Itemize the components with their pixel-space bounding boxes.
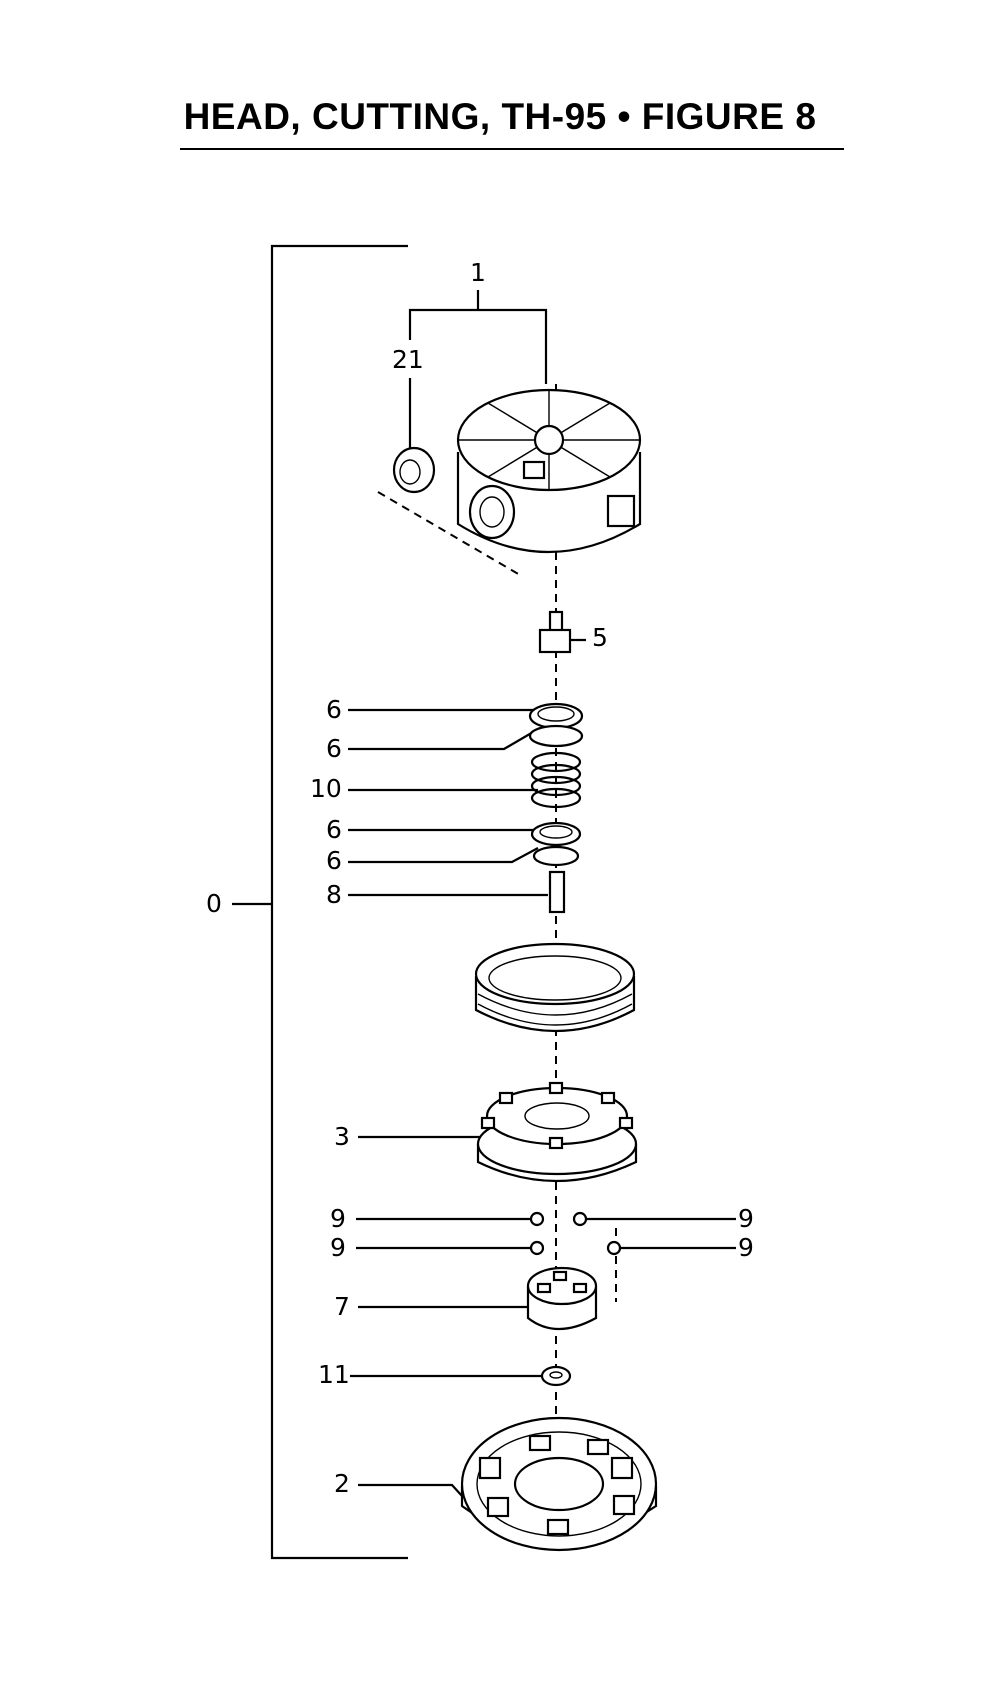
figure-title: HEAD, CUTTING, TH-95 • FIGURE 8: [183, 96, 817, 137]
bolt: [538, 610, 572, 654]
pin: [548, 870, 566, 914]
callout-6-d: 6: [326, 846, 342, 875]
callout-6-b: 6: [326, 734, 342, 763]
callout-3: 3: [334, 1122, 350, 1151]
callout-21: 21: [392, 345, 424, 374]
callout-2: 2: [334, 1469, 350, 1498]
callout-9-d: 9: [738, 1233, 754, 1262]
spring: [530, 751, 582, 809]
callout-6-c: 6: [326, 815, 342, 844]
retainer: [526, 1266, 598, 1330]
callout-11: 11: [318, 1360, 350, 1389]
spool-cover: [474, 942, 636, 1033]
callout-9-c: 9: [738, 1204, 754, 1233]
washer-upper: [528, 702, 584, 748]
leader-lines: [348, 290, 736, 1497]
callout-1: 1: [470, 258, 486, 287]
cutting-head-housing: [456, 388, 642, 553]
callout-10: 10: [310, 774, 342, 803]
knob: [392, 446, 436, 494]
callout-8: 8: [326, 880, 342, 909]
assembly-bracket: [232, 244, 408, 1560]
balls: [529, 1211, 622, 1256]
spool: [476, 1081, 638, 1183]
callout-9-b: 9: [330, 1233, 346, 1262]
washer-lower: [530, 821, 582, 867]
callout-7: 7: [334, 1292, 350, 1321]
callout-5: 5: [592, 623, 608, 652]
callout-6-a: 6: [326, 695, 342, 724]
base: [460, 1416, 658, 1552]
washer-small: [540, 1365, 572, 1387]
title-underline: [180, 148, 844, 150]
callout-9-a: 9: [330, 1204, 346, 1233]
callout-0: 0: [206, 889, 222, 918]
